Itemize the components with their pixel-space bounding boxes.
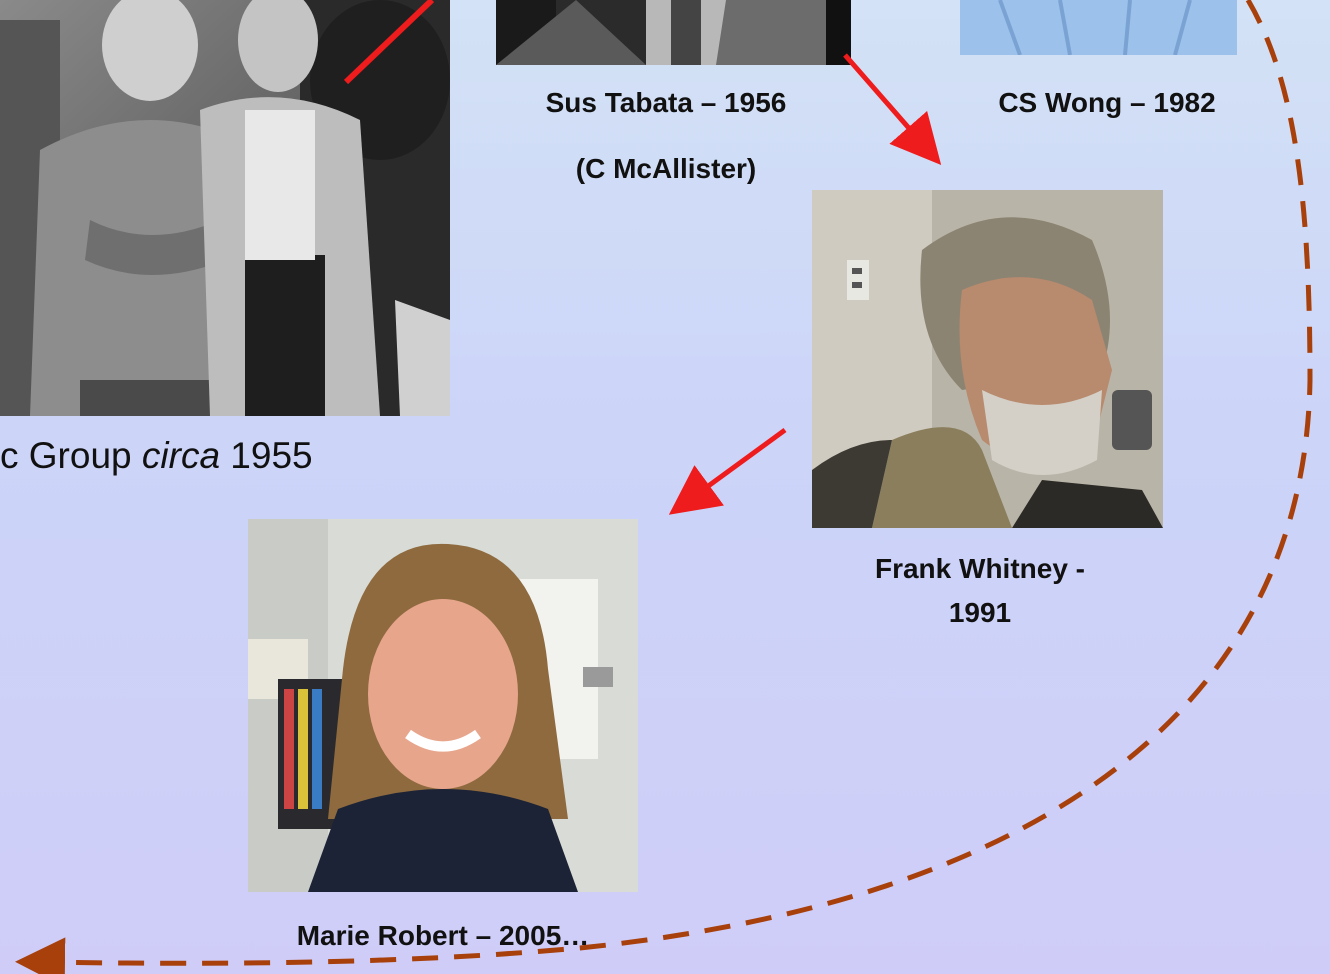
robert-photo xyxy=(248,519,638,892)
arrow-whitney-to-robert xyxy=(668,427,787,515)
tabata-caption: Sus Tabata – 1956 xyxy=(545,87,787,118)
arrow-group-to-tabata xyxy=(343,0,435,85)
whitney-caption-line2: 1991 xyxy=(948,597,1012,628)
group-photo-1955 xyxy=(0,0,450,416)
whitney-photo xyxy=(812,190,1163,528)
whitney-caption-line1: Frank Whitney - xyxy=(874,553,1085,584)
group-caption: c Group circa 1955 xyxy=(0,435,313,476)
tabata-photo xyxy=(496,0,851,65)
wong-caption: CS Wong – 1982 xyxy=(998,87,1216,118)
tabata-credit: (C McAllister) xyxy=(575,153,757,184)
arrow-wong-dashed-loop xyxy=(15,0,1313,974)
wong-photo xyxy=(960,0,1237,55)
arrow-tabata-to-whitney xyxy=(843,53,942,166)
robert-caption: Marie Robert – 2005… xyxy=(296,920,590,951)
